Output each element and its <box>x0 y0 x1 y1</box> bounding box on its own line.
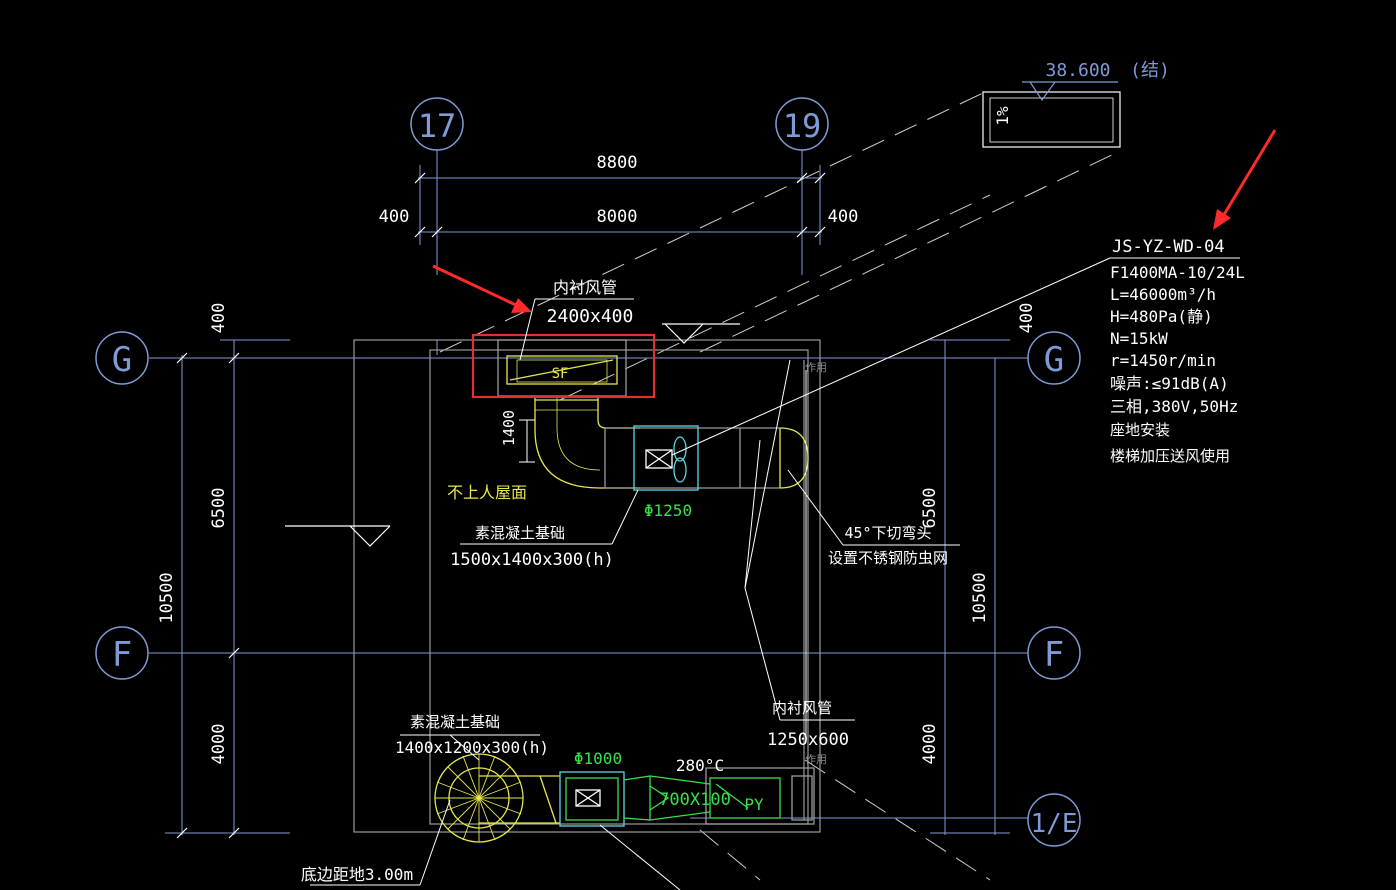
duct-bottom-title: 内衬风管 <box>772 699 832 717</box>
dim-right-total: 10500 <box>970 572 990 623</box>
axis-bubble-f-right: F <box>1027 626 1081 680</box>
level-marker-left <box>285 525 391 547</box>
red-arrow-left <box>432 264 532 313</box>
elbow-note: 设置不锈钢防虫网 <box>828 549 948 567</box>
dim-left-top: 400 <box>209 303 229 334</box>
base-top-title: 素混凝土基础 <box>475 524 565 542</box>
axis-label-19: 19 <box>783 107 822 145</box>
dim-left-6500: 6500 <box>209 488 229 529</box>
axis-bubble-g-left: G <box>95 331 149 385</box>
axis-label-g-right: G <box>1044 340 1064 380</box>
dim-top-right: 400 <box>828 207 859 227</box>
duct-top-title: 内衬风管 <box>553 278 617 297</box>
spec-line-electrical: 三相,380V,50Hz <box>1110 397 1238 416</box>
equipment-tag: JS-YZ-WD-04 <box>1112 237 1225 257</box>
elevation-value: 38.600 <box>1045 60 1110 81</box>
spec-line-speed: r=1450r/min <box>1110 351 1216 370</box>
dim-left-total: 10500 <box>157 572 177 623</box>
axis-bubble-17: 17 <box>410 97 464 151</box>
duct-top-size: 2400x400 <box>547 306 634 327</box>
dim-top-mid: 8000 <box>597 207 638 227</box>
py-label: PY <box>744 795 764 814</box>
dimension-ticks <box>176 172 826 839</box>
elevation-note: (结) <box>1130 60 1170 81</box>
roof-note: 不上人屋面 <box>447 483 527 502</box>
duct-bottom-size: 1250x600 <box>767 730 849 750</box>
axis-bubble-1e: 1/E <box>1027 793 1081 847</box>
dim-left-4000: 4000 <box>209 724 229 765</box>
elbow-title: 45°下切弯头 <box>844 524 931 542</box>
fire-damper-label-top: 作用 <box>805 361 827 374</box>
spec-line-mounting: 座地安装 <box>1110 421 1170 439</box>
fire-damper-label-bottom: 作用 <box>805 753 827 766</box>
spec-line-power: N=15kW <box>1110 329 1168 348</box>
axis-label-g-left: G <box>112 340 132 380</box>
fan-diameter-bottom: Φ1000 <box>574 749 622 768</box>
leader-lines <box>310 257 1240 890</box>
axis-bubble-g-right: G <box>1027 331 1081 385</box>
axis-label-f-left: F <box>112 635 132 675</box>
axis-label-1e: 1/E <box>1031 809 1078 839</box>
axis-bubble-19: 19 <box>775 97 829 151</box>
dim-top-total: 8800 <box>597 153 638 173</box>
top-duct-assembly <box>497 339 809 491</box>
base-bottom-title: 素混凝土基础 <box>410 713 500 731</box>
highlight-box <box>471 333 656 399</box>
dim-1400: 1400 <box>500 410 518 446</box>
temperature-label: 280°C <box>676 756 724 775</box>
spec-line-model: F1400MA-10/24L <box>1110 263 1245 282</box>
dim-top-left: 400 <box>379 207 410 227</box>
height-note: 底边距地3.00m <box>301 865 413 884</box>
spec-line-pressure: H=480Pa(静) <box>1110 307 1213 326</box>
red-arrow-top-right <box>1213 129 1277 230</box>
spec-line-noise: 噪声:≤91dB(A) <box>1110 374 1229 393</box>
axis-bubble-f-left: F <box>95 626 149 680</box>
base-top-size: 1500x1400x300(h) <box>450 550 614 570</box>
dim-right-top: 400 <box>1017 303 1037 334</box>
spec-line-usage: 楼梯加压送风使用 <box>1110 447 1230 465</box>
dim-right-4000: 4000 <box>920 724 940 765</box>
axis-grid-lines <box>149 150 1028 835</box>
axis-label-f-right: F <box>1044 635 1064 675</box>
axis-label-17: 17 <box>418 107 457 145</box>
base-bottom-size: 1400x1200x300(h) <box>395 738 549 757</box>
bottom-duct-assembly <box>434 753 815 843</box>
sf-label: SF <box>552 366 569 382</box>
elevation-box: 38.600 (结) 1% <box>982 60 1170 148</box>
roof-slope-label: 1% <box>993 106 1012 126</box>
level-marker-top <box>662 323 740 344</box>
spec-line-airflow: L=46000m³/h <box>1110 285 1216 304</box>
dashed-projection-lines <box>439 91 1119 881</box>
damper-size: 700X100 <box>659 790 731 810</box>
fan-diameter-top: Φ1250 <box>644 501 692 520</box>
roof-outline <box>353 339 821 833</box>
dim-right-6500: 6500 <box>920 488 940 529</box>
equipment-spec-block: JS-YZ-WD-04 F1400MA-10/24L L=46000m³/h H… <box>1110 237 1245 465</box>
